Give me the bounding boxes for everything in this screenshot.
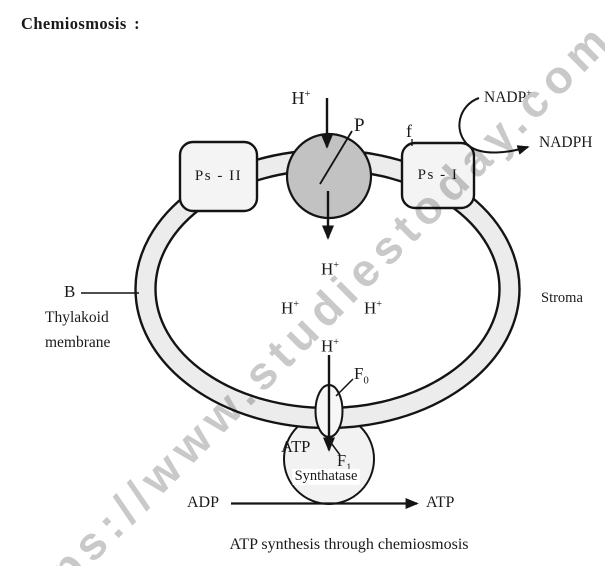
thylakoid-membrane-label: Thylakoid membrane — [45, 305, 110, 355]
ps2-box-label: Ps - II — [180, 142, 257, 211]
h-plus-top-base: H — [291, 88, 305, 109]
nadp-label: NADP+ — [484, 89, 531, 106]
ps2-box — [178, 140, 259, 213]
adp-label: ADP — [187, 494, 220, 511]
h-plus-inner-top-base: H — [320, 259, 334, 279]
ps1-box — [400, 141, 476, 210]
h-plus-right-label: H+ — [363, 298, 383, 319]
f0-base: F — [354, 364, 364, 383]
figure-caption: ATP synthesis through chemiosmosis — [229, 536, 469, 553]
h-plus-top-sup: + — [304, 88, 311, 101]
h-plus-left-label: H+ — [280, 298, 300, 319]
f0-label: F0 — [354, 364, 369, 387]
h-plus-right-base: H — [363, 298, 377, 318]
h-plus-left-base: H — [280, 298, 294, 318]
f1-label: F1 — [337, 451, 352, 474]
atp-synthase-word1: ATP — [281, 437, 311, 456]
stroma-label: Stroma — [541, 290, 583, 306]
h-plus-mid-sup: + — [333, 337, 340, 348]
h-plus-inner-top-sup: + — [333, 260, 340, 271]
h-plus-inner-top-label: H+ — [320, 259, 340, 280]
h-plus-left-sup: + — [293, 299, 300, 310]
h-plus-right-sup: + — [376, 299, 383, 310]
ps2-label-text: Ps - II — [194, 168, 243, 184]
ps1-label-text: Ps - I — [417, 167, 459, 183]
f0-sub: 0 — [363, 375, 369, 387]
thylakoid-line1: Thylakoid — [45, 309, 109, 326]
atp-synthase-word2: Synthatase — [292, 468, 360, 485]
page-title: Chemiosmosis : — [21, 14, 141, 33]
thylakoid-line2: membrane — [45, 334, 111, 351]
f0-pointer-line — [335, 378, 354, 397]
f1-pointer-line — [325, 435, 341, 456]
atp-label: ATP — [426, 494, 455, 511]
f1-sub: 1 — [346, 462, 352, 474]
nadp-sup: + — [526, 88, 532, 99]
nadp-base: NADP — [484, 89, 527, 106]
nadp-to-nadph-arrow — [458, 97, 530, 155]
f-label: f — [406, 121, 412, 141]
nadph-label: NADPH — [539, 134, 593, 151]
h-plus-top-label: H+ — [291, 88, 311, 109]
p-label: P — [354, 115, 365, 136]
h-plus-mid-label: H+ — [320, 336, 340, 357]
ps1-box-label: Ps - I — [402, 143, 474, 208]
b-label: B — [64, 282, 76, 301]
f1-base: F — [337, 451, 347, 470]
p-pointer-line — [319, 130, 353, 185]
h-plus-mid-base: H — [320, 336, 334, 356]
